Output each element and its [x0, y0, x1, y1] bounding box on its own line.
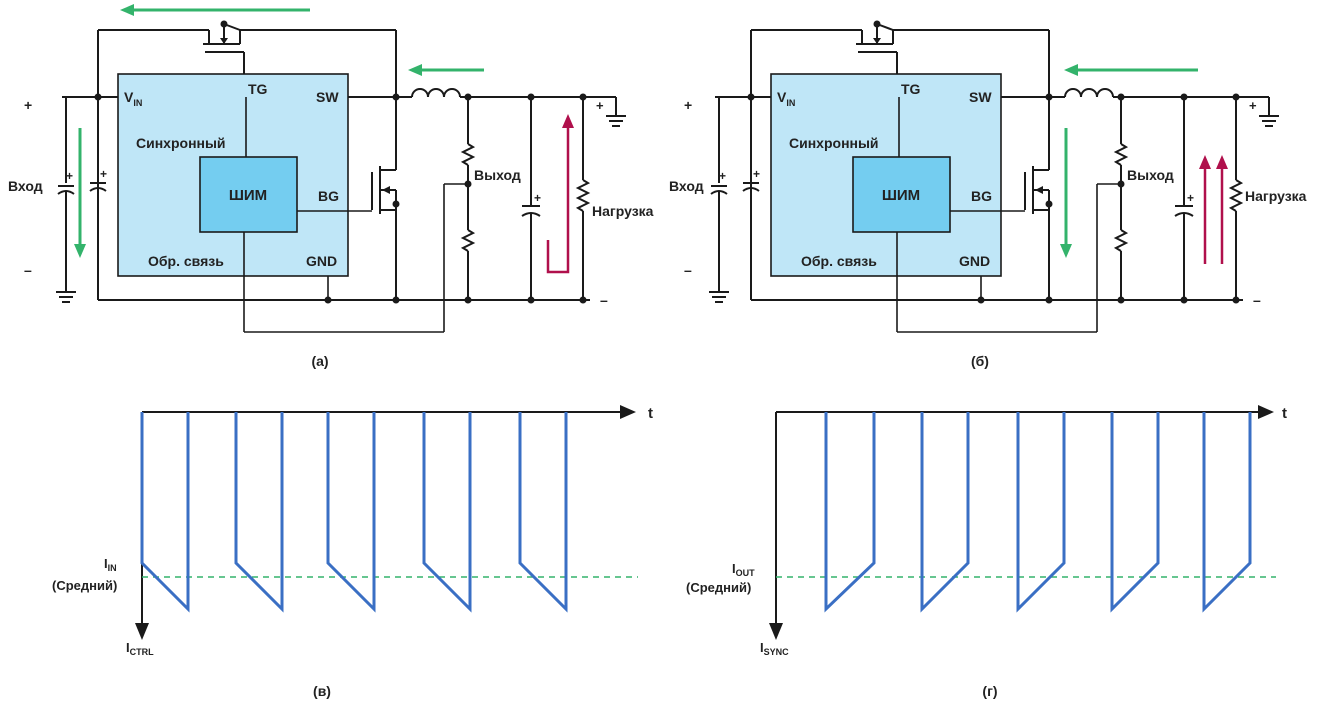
gnd-label-a: GND	[306, 253, 337, 269]
feedback-label-a: Обр. связь	[148, 253, 224, 269]
waveform-d: t IOUT (Средний) ISYNC (г)	[686, 405, 1287, 699]
tg-label-b: TG	[901, 81, 921, 97]
input-label-b: Вход	[669, 178, 704, 194]
caption-a: (а)	[311, 353, 328, 369]
avg-note-d: (Средний)	[686, 580, 751, 595]
bg-label-b: BG	[971, 188, 992, 204]
avg-label-d: IOUT	[732, 561, 755, 578]
current-arrow-c	[135, 623, 149, 640]
t-label-d: t	[1282, 405, 1287, 422]
yaxis-label-c: ICTRL	[126, 640, 154, 657]
plus-sign-b: +	[684, 97, 692, 113]
minus-sign-b: –	[684, 262, 692, 278]
caption-d: (г)	[982, 683, 997, 699]
yaxis-label-d: ISYNC	[760, 640, 789, 657]
avg-note-c: (Средний)	[52, 578, 117, 593]
load-label-a: Нагрузка	[592, 203, 654, 219]
avg-label-c: IIN	[104, 556, 117, 573]
tg-label-a: TG	[248, 81, 268, 97]
output-label-a: Выход	[474, 167, 521, 183]
pwm-label-a: ШИМ	[229, 187, 267, 204]
sw-label-a: SW	[316, 89, 339, 105]
input-label-a: Вход	[8, 178, 43, 194]
output-label-b: Выход	[1127, 167, 1174, 183]
cap-plus-b1: +	[719, 169, 726, 183]
pwm-label-b: ШИМ	[882, 187, 920, 204]
caption-b: (б)	[971, 353, 989, 369]
cap-plus-a3: +	[534, 191, 541, 205]
vin-label-a: VIN	[124, 89, 142, 108]
load-label-b: Нагрузка	[1245, 188, 1307, 204]
current-waveform-c	[140, 412, 568, 613]
cap-plus-b2: +	[753, 167, 760, 181]
current-arrow-d	[769, 623, 783, 640]
gnd-label-b: GND	[959, 253, 990, 269]
plus-sign-a: +	[24, 97, 32, 113]
time-arrow-d	[1258, 405, 1274, 419]
vin-label-b: VIN	[777, 89, 795, 108]
feedback-label-b: Обр. связь	[801, 253, 877, 269]
load-plus-a: +	[596, 98, 604, 113]
cap-plus-a2: +	[100, 167, 107, 181]
load-minus-b: –	[1253, 292, 1261, 308]
sw-label-b: SW	[969, 89, 992, 105]
t-label-c: t	[648, 405, 653, 422]
time-arrow-c	[620, 405, 636, 419]
cap-plus-a1: +	[66, 169, 73, 183]
waveform-c: t IIN (Средний) ICTRL (в)	[52, 405, 653, 699]
current-waveform-d	[824, 412, 1252, 613]
schematic-b: VIN TG SW Синхронный ШИМ BG Обр. связь G…	[669, 19, 1307, 369]
sync-label-a: Синхронный	[136, 135, 226, 151]
caption-c: (в)	[313, 683, 331, 699]
minus-sign-a: –	[24, 262, 32, 278]
bg-label-a: BG	[318, 188, 339, 204]
cap-plus-b3: +	[1187, 191, 1194, 205]
sync-label-b: Синхронный	[789, 135, 879, 151]
load-plus-b: +	[1249, 98, 1257, 113]
load-minus-a: –	[600, 292, 608, 308]
schematic-a: VIN TG SW Синхронный ШИМ BG Обр. связь G…	[8, 4, 654, 369]
